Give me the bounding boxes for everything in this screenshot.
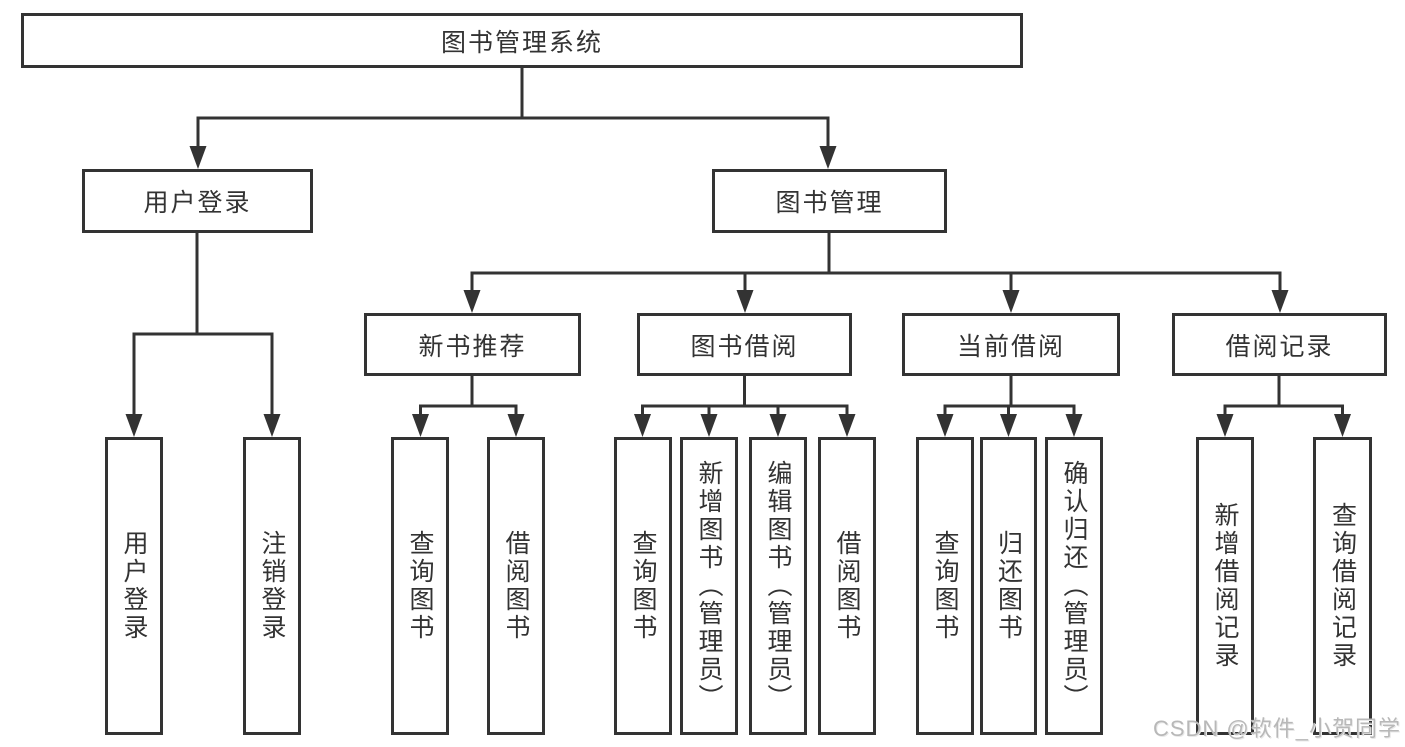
node-label: 查询借阅记录	[1328, 502, 1357, 670]
node-label: 借阅图书	[833, 530, 861, 642]
node-label: 新书推荐	[418, 332, 527, 361]
node-label: 新增图书（管理员）	[695, 460, 723, 712]
node-leaf-edit-books-admin: 编辑图书（管理员）	[749, 437, 807, 735]
watermark: CSDN @软件_小贺同学	[1152, 716, 1401, 741]
node-label: 编辑图书（管理员）	[764, 460, 792, 712]
node-label: 归还图书	[994, 530, 1023, 642]
node-current-borrowing: 当前借阅	[902, 313, 1120, 376]
node-leaf-search-borrow-record: 查询借阅记录	[1313, 437, 1372, 735]
node-leaf-search-books-borrow: 查询图书	[614, 437, 672, 735]
node-leaf-return-books: 归还图书	[980, 437, 1037, 735]
node-library-management-system: 图书管理系统	[21, 13, 1023, 68]
node-leaf-confirm-return-admin: 确认归还（管理员）	[1045, 437, 1103, 735]
node-book-borrowing: 图书借阅	[637, 313, 852, 376]
node-user-login-group: 用户登录	[82, 169, 313, 233]
node-label: 查询图书	[406, 530, 434, 642]
node-book-management: 图书管理	[712, 169, 947, 233]
node-leaf-logout: 注销登录	[243, 437, 301, 735]
node-new-book-recommendation: 新书推荐	[364, 313, 581, 376]
node-label: 图书管理系统	[440, 28, 603, 57]
node-label: 借阅记录	[1225, 332, 1334, 361]
node-leaf-search-books-current: 查询图书	[916, 437, 974, 735]
node-label: 注销登录	[258, 530, 286, 642]
node-label: 用户登录	[143, 189, 252, 217]
node-leaf-add-borrow-record: 新增借阅记录	[1196, 437, 1254, 735]
node-label: 借阅图书	[502, 530, 530, 642]
node-label: 用户登录	[120, 530, 148, 642]
node-label: 查询图书	[629, 530, 657, 642]
node-label: 新增借阅记录	[1211, 502, 1239, 670]
node-label: 确认归还（管理员）	[1060, 460, 1088, 712]
node-label: 查询图书	[931, 530, 959, 642]
node-leaf-search-books-recommend: 查询图书	[391, 437, 449, 735]
arrowheads	[125, 146, 1351, 437]
node-leaf-add-books-admin: 新增图书（管理员）	[680, 437, 738, 735]
node-leaf-user-login: 用户登录	[105, 437, 163, 735]
node-label: 图书借阅	[690, 332, 799, 361]
node-leaf-borrow-books-recommend: 借阅图书	[487, 437, 545, 735]
node-label: 当前借阅	[956, 332, 1065, 361]
node-label: 图书管理	[775, 189, 884, 217]
node-borrowing-records: 借阅记录	[1172, 313, 1387, 376]
node-leaf-borrow-books: 借阅图书	[818, 437, 876, 735]
